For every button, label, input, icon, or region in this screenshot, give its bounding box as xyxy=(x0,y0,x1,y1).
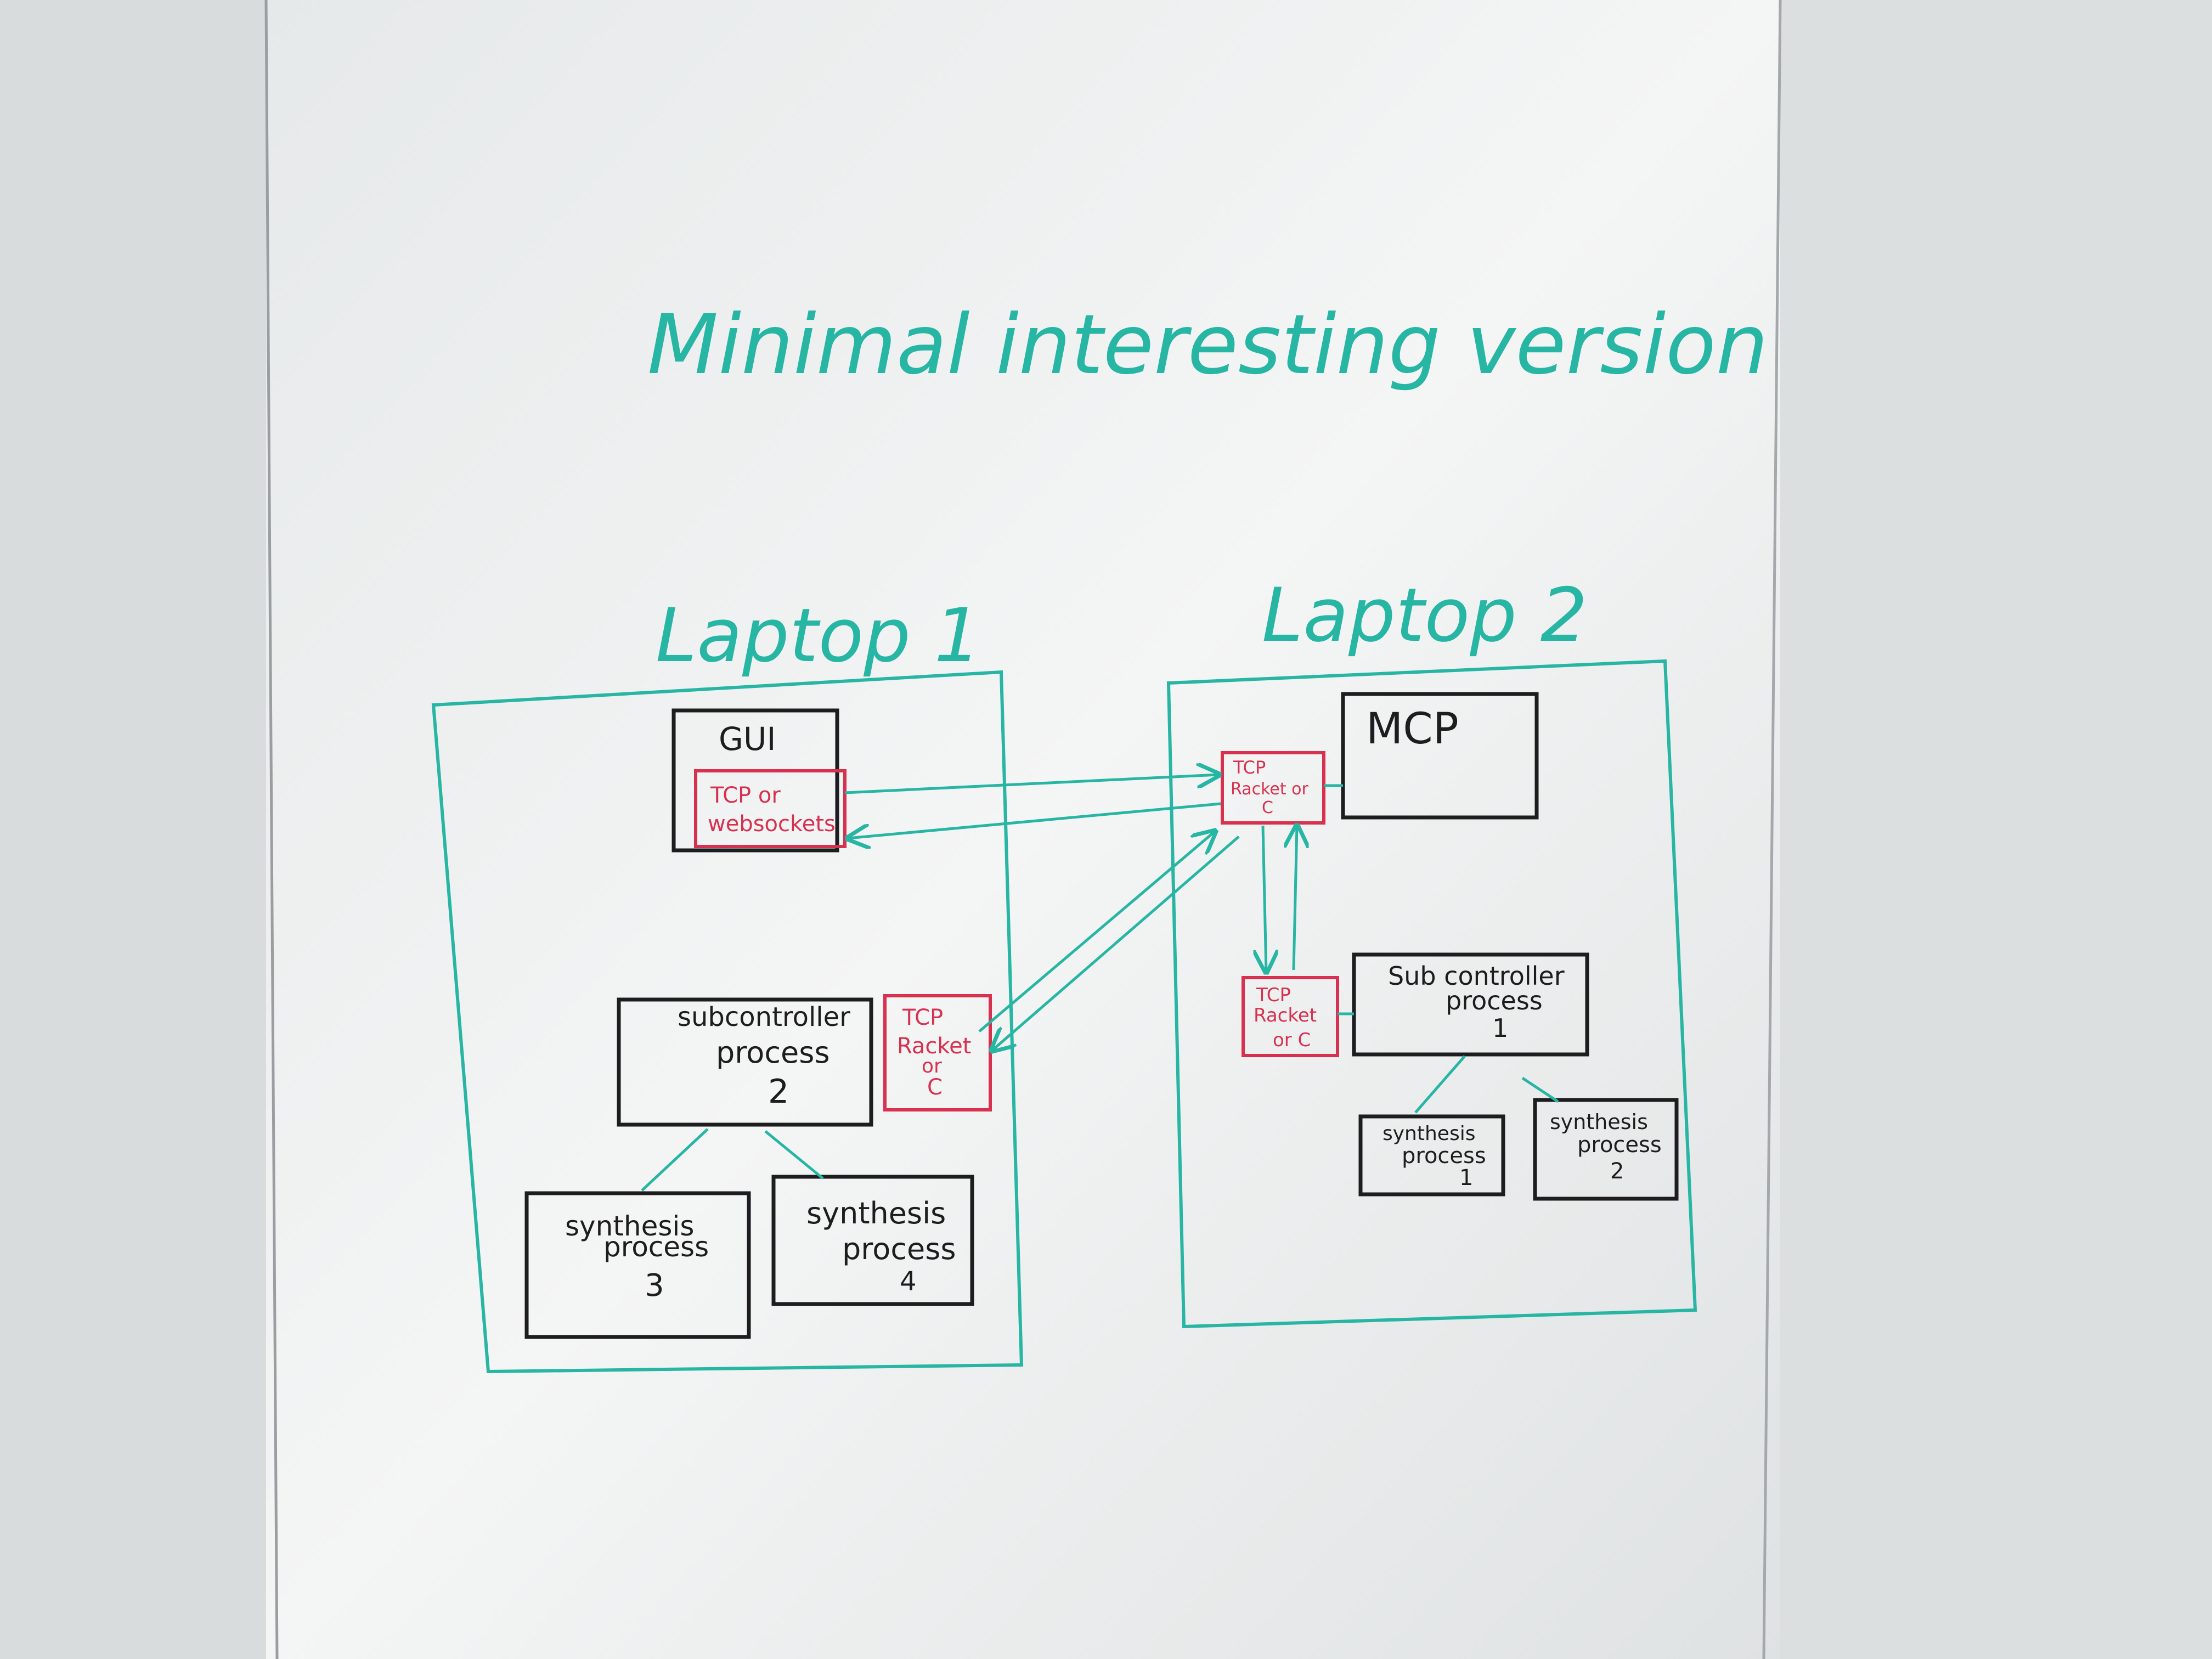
subcontroller1-line-3: 1 xyxy=(1492,1013,1508,1043)
sub2-to-synth3-link xyxy=(641,1128,709,1192)
gui-tcp-connector xyxy=(694,769,847,848)
subcontroller1-line-1: Sub controller xyxy=(1388,961,1565,991)
gui-connector-line-2: websockets xyxy=(708,811,836,837)
synthesis2-line-1: synthesis xyxy=(1550,1110,1648,1134)
synthesis4-line-1: synthesis xyxy=(806,1196,946,1231)
left-board-panel xyxy=(0,0,266,1659)
sub1-to-mcp-arrow xyxy=(1294,826,1297,970)
subcontroller2-connector-line-2: Racket xyxy=(897,1034,971,1059)
mcp-tcp-connector xyxy=(1221,751,1325,825)
synthesis1-line-3: 1 xyxy=(1459,1165,1473,1190)
synthesis4-line-3: 4 xyxy=(900,1266,917,1297)
subcontroller1-box xyxy=(1352,952,1589,1057)
mcp-box xyxy=(1341,692,1539,820)
subcontroller1-connector-line-1: TCP xyxy=(1256,984,1291,1006)
subcontroller2-connector-line-4: C xyxy=(927,1075,943,1100)
subcontroller2-line-3: 2 xyxy=(768,1073,789,1111)
gui-to-mcp-arrow xyxy=(844,775,1219,794)
laptop2-frame xyxy=(1166,659,1697,1329)
laptop1-frame xyxy=(431,670,1024,1374)
panel-seam-left xyxy=(264,0,279,1659)
synthesis2-box xyxy=(1533,1098,1679,1201)
synthesis3-line-1: synthesis xyxy=(565,1210,694,1242)
laptop1-label: Laptop 1 xyxy=(656,592,981,679)
subcontroller1-line-2: process xyxy=(1446,986,1543,1015)
subcontroller2-connector-line-1: TCP xyxy=(902,1005,943,1030)
synthesis1-box xyxy=(1358,1114,1505,1197)
subcontroller2-connector-line-3: or xyxy=(922,1055,942,1077)
gui-connector-line-1: TCP or xyxy=(710,783,781,808)
sub1-to-synth2-link xyxy=(1521,1076,1559,1103)
synthesis2-line-2: process xyxy=(1577,1132,1662,1158)
right-board-panel xyxy=(1780,0,2212,1659)
mcp-connector-line-2: Racket or xyxy=(1231,780,1308,799)
synthesis3-line-3: 3 xyxy=(645,1268,664,1304)
subcontroller1-tcp-connector xyxy=(1242,976,1339,1057)
diagram-title: Minimal interesting version xyxy=(647,297,1768,393)
mcp-connector-line-3: C xyxy=(1262,798,1273,817)
subcontroller2-line-2: process xyxy=(716,1035,830,1070)
synthesis1-line-1: synthesis xyxy=(1383,1122,1475,1145)
synthesis3-box xyxy=(524,1191,751,1339)
gui-label: GUI xyxy=(719,720,776,758)
synthesis4-box xyxy=(771,1175,974,1306)
subcontroller2-box xyxy=(617,997,873,1127)
subcontroller1-connector-line-3: or C xyxy=(1273,1029,1311,1051)
mcp-label: MCP xyxy=(1366,704,1459,754)
mcp-to-sub2-arrow xyxy=(992,836,1240,1051)
synthesis4-line-2: process xyxy=(842,1232,956,1266)
panel-seam-right xyxy=(1762,0,1782,1659)
center-board-panel xyxy=(266,0,1780,1659)
sub2-to-mcp-arrow xyxy=(978,831,1215,1032)
subcontroller1-connector-line-2: Racket xyxy=(1254,1005,1317,1026)
sub2-to-synth4-link xyxy=(764,1130,824,1180)
synthesis3-line-2: process xyxy=(603,1231,709,1263)
laptop2-label: Laptop 2 xyxy=(1262,572,1588,658)
mcp-to-gui-arrow xyxy=(848,802,1221,838)
gui-box xyxy=(672,708,839,853)
synthesis1-line-2: process xyxy=(1402,1143,1486,1169)
sub1-to-synth1-link xyxy=(1414,1055,1466,1114)
mcp-connector-line-1: TCP xyxy=(1233,757,1266,778)
subcontroller2-line-1: subcontroller xyxy=(678,1002,850,1032)
synthesis2-line-3: 2 xyxy=(1610,1159,1624,1184)
mcp-to-sub1-arrow xyxy=(1263,825,1266,972)
